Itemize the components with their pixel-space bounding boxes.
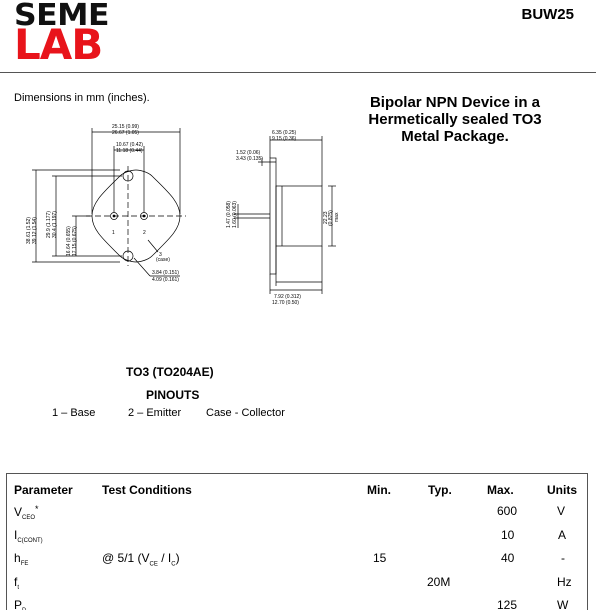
title-line: Hermetically sealed TO3 xyxy=(368,111,542,128)
cond-text: / I xyxy=(157,551,172,565)
cell-unit: V xyxy=(557,504,566,518)
side-body xyxy=(275,185,323,247)
cell-max: 40 xyxy=(501,551,515,565)
device-title: Bipolar NPN Device in a Hermetically sea… xyxy=(350,94,560,145)
col-header-units: Units xyxy=(547,483,577,497)
dim-side-bottom-1: 7.92 (0.312) xyxy=(274,294,301,300)
param-symbol: f xyxy=(14,575,18,589)
col-header-min: Min. xyxy=(367,483,391,497)
cell-unit: A xyxy=(558,528,567,542)
cond-sub: CE xyxy=(149,561,158,568)
dim-flange-1: 1.52 (0.06) xyxy=(236,150,261,156)
dim-side-top-2: 9.15 (0.36) xyxy=(272,136,297,142)
dim-side-top-1: 6.35 (0.25) xyxy=(272,130,297,136)
cell-unit: Hz xyxy=(557,575,572,589)
title-line: Metal Package. xyxy=(401,128,509,145)
cell-max: 10 xyxy=(501,528,515,542)
table-row: VCEO* xyxy=(14,504,39,521)
col-header-test-conditions: Test Conditions xyxy=(102,483,192,497)
dim-height-outer-2: 39.12 (1.54) xyxy=(32,217,38,244)
logo-text-top: SEME xyxy=(14,0,110,33)
param-subscript: FE xyxy=(20,561,29,567)
side-flange xyxy=(269,157,277,275)
pin-case: Case - Collector xyxy=(206,407,285,419)
col-header-max: Max. xyxy=(487,483,514,497)
cell-unit: - xyxy=(561,551,565,565)
col-header-parameter: Parameter xyxy=(14,483,73,497)
table-row: IC(CONT) xyxy=(14,528,43,544)
case-label: (case) xyxy=(156,257,170,263)
cell-unit: W xyxy=(557,598,569,610)
dim-width-inner-1: 10.67 (0.42) xyxy=(116,142,143,148)
dimensions-note: Dimensions in mm (inches). xyxy=(14,92,150,104)
dim-height-max-3: max xyxy=(334,212,340,222)
dim-height-outer-1: 38.61 (1.52) xyxy=(26,217,32,244)
cell-max: 125 xyxy=(497,598,518,610)
dim-pin-2: 1.60 (0.063) xyxy=(232,201,238,228)
pin-label-1: 1 xyxy=(112,230,115,236)
dim-width-inner-2: 11.18 (0.44) xyxy=(116,148,143,154)
param-symbol: P xyxy=(14,598,23,610)
param-subscript: D xyxy=(22,608,26,610)
cell-test-condition: @ 5/1 (VCE / IC) xyxy=(102,551,180,567)
dim-height-mid-1: 29.9 (1.177) xyxy=(46,211,52,238)
dim-width-outer-2: 26.67 (1.05) xyxy=(112,130,139,136)
pin-label-3: 3 xyxy=(159,252,162,258)
table-row: PD xyxy=(14,598,26,610)
pin-label-2: 2 xyxy=(143,230,146,236)
cond-text: ) xyxy=(175,551,180,565)
param-subscript: t xyxy=(17,585,20,591)
dim-flange-2: 3.43 (0.135) xyxy=(236,156,263,162)
package-name: TO3 (TO204AE) xyxy=(126,365,214,379)
package-drawing: 25.15 (0.99) 26.67 (1.05) 10.67 (0.42) 1… xyxy=(26,124,340,306)
dim-height-mid-2: 30.4 (1.197) xyxy=(52,211,58,238)
table-row: hFE xyxy=(14,551,28,567)
col-header-typ: Typ. xyxy=(428,483,452,497)
header-divider xyxy=(0,72,596,73)
cell-max: 600 xyxy=(497,504,518,518)
dim-width-outer-1: 25.15 (0.99) xyxy=(112,124,139,130)
dim-height-max-2: (0.875) xyxy=(328,210,334,226)
title-line: Bipolar NPN Device in a xyxy=(369,94,541,111)
dim-pin-1: 1.47 (0.058) xyxy=(226,201,232,228)
part-number: BUW25 xyxy=(521,6,574,23)
cell-min: 15 xyxy=(373,551,387,565)
param-suffix: * xyxy=(35,504,39,514)
param-subscript: CEO xyxy=(22,515,36,521)
dim-height-inner-1: 16.64 (0.655) xyxy=(66,226,72,256)
dim-side-bottom-2: 12.70 (0.50) xyxy=(272,300,299,306)
dim-hole-2: 4.09 (0.161) xyxy=(152,277,179,283)
param-symbol: V xyxy=(14,505,23,519)
pin-base: 1 – Base xyxy=(52,407,96,419)
ratings-table: Parameter Test Conditions Min. Typ. Max.… xyxy=(6,473,588,610)
table-row: ft xyxy=(14,575,19,591)
param-subscript: C(CONT) xyxy=(17,538,43,544)
pinouts-title: PINOUTS xyxy=(146,388,200,402)
cond-sub: C xyxy=(171,561,176,568)
logo-text-bottom: LAB xyxy=(14,20,103,69)
dim-hole-1: 3.84 (0.151) xyxy=(152,270,179,276)
semelab-logo: SEME LAB xyxy=(14,1,114,69)
cond-text: @ 5/1 (V xyxy=(102,551,150,565)
pin-emitter: 2 – Emitter xyxy=(128,407,182,419)
dim-height-inner-2: 17.15 (0.675) xyxy=(72,226,78,256)
param-symbol: I xyxy=(14,528,18,542)
param-symbol: h xyxy=(14,551,21,565)
cell-typ: 20M xyxy=(427,575,451,589)
dim-height-max-1: 22.23 xyxy=(323,211,329,224)
